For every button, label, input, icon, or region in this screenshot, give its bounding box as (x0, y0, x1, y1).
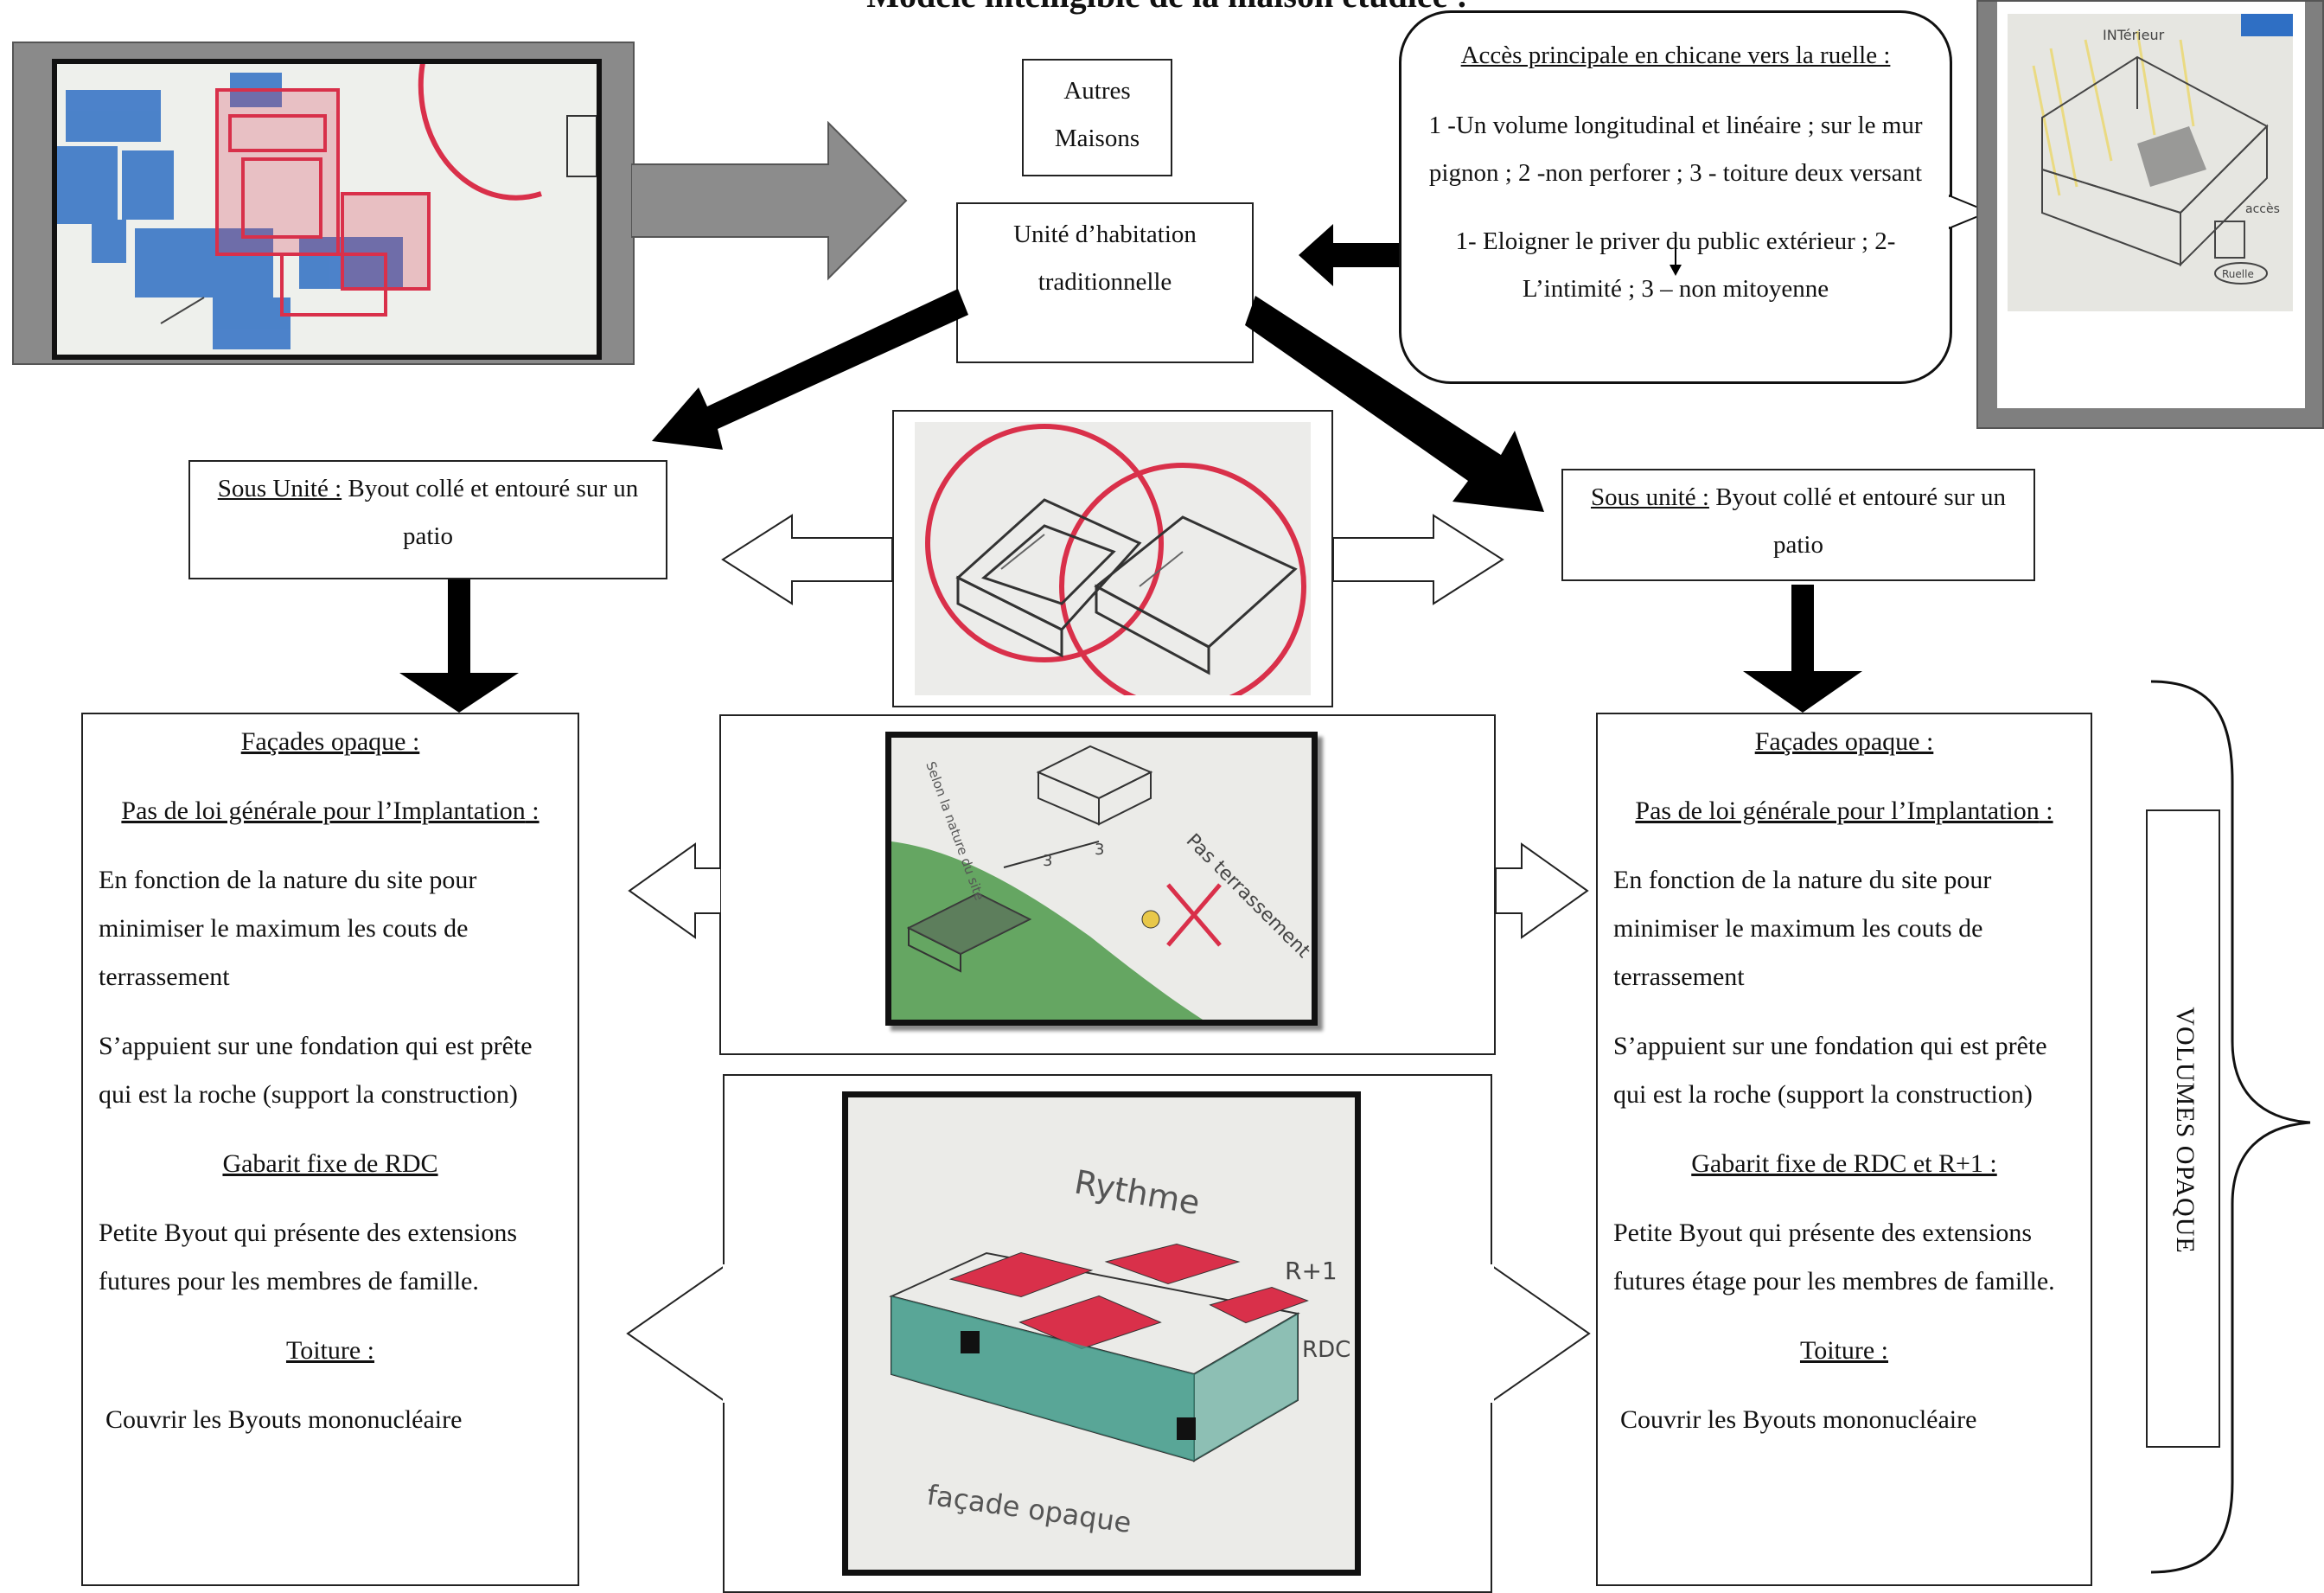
sous-unite-left-text: Byout collé et entouré sur un patio (342, 475, 639, 550)
sketch-label-ruelle: Ruelle (2222, 268, 2254, 280)
hollow-arrow-left-2 (628, 842, 721, 939)
right-grey-arrow (631, 121, 908, 281)
two-houses-sketch (915, 422, 1311, 695)
sketch-facade-label: façade opaque (925, 1478, 1133, 1539)
unite-habitation-box: Unité d’habitation traditionnelle (956, 202, 1254, 363)
diagonal-arrow-left (652, 289, 968, 450)
sketch-rdc-label: RDC (1302, 1337, 1350, 1363)
left-toiture-heading: Toiture : (285, 1336, 375, 1365)
perspective-photo-frame: INTérieur accès Ruelle (1976, 0, 2324, 429)
sous-unite-left-label: Sous Unité : (217, 475, 342, 502)
down-arrow-left (399, 579, 519, 713)
left-fondation-text: S’appuient sur une fondation qui est prê… (99, 1032, 533, 1109)
hollow-arrow-right-3 (1491, 1264, 1591, 1403)
left-extensions-text: Petite Byout qui présente des extensions… (99, 1219, 518, 1296)
plan-photo-frame (12, 42, 635, 365)
callout-tail (1949, 194, 1979, 230)
right-terrain-text: En fonction de la nature du site pour mi… (1613, 866, 1992, 991)
left-characteristics-panel: Façades opaque : Pas de loi générale pou… (81, 713, 579, 1586)
hollow-arrow-left-1 (721, 514, 892, 605)
sous-unite-right-text: Byout collé et entouré sur un patio (1708, 483, 2007, 559)
rythme-sketch-image: Rythme R+1 RDC façade opaque (889, 1163, 1350, 1539)
right-curly-brace (2150, 680, 2311, 1574)
autres-label: Autres (1063, 77, 1131, 105)
unite-line2: traditionnelle (1038, 268, 1172, 296)
right-facades-heading: Façades opaque : (1754, 727, 1934, 756)
sous-unite-right-box: Sous unité : Byout collé et entouré sur … (1561, 469, 2035, 581)
right-characteristics-panel: Façades opaque : Pas de loi générale pou… (1596, 713, 2092, 1586)
sous-unite-right-label: Sous unité : (1590, 483, 1709, 511)
left-gabarit-heading: Gabarit fixe de RDC (222, 1149, 438, 1178)
diagonal-arrow-right (1245, 296, 1544, 512)
access-callout: Accès principale en chicane vers la ruel… (1399, 10, 1952, 384)
site-sketch-photo: 3 3 Selon la nature du site Pas terrasse… (885, 732, 1318, 1026)
rythme-sketch-photo: Rythme R+1 RDC façade opaque (842, 1091, 1361, 1576)
callout-down-arrow (1670, 239, 1682, 276)
autres-maisons-box: Autres Maisons (1022, 59, 1172, 176)
sketch-dim-1: 3 (1043, 852, 1052, 870)
sketch-r1-label: R+1 (1285, 1257, 1338, 1285)
left-toiture-text: Couvrir les Byouts mononucléaire (105, 1405, 463, 1434)
right-fondation-text: S’appuient sur une fondation qui est prê… (1613, 1032, 2047, 1109)
hollow-arrow-right-2 (1496, 842, 1589, 939)
left-implantation-heading: Pas de loi générale pour l’Implantation … (121, 796, 540, 825)
two-houses-photo-frame (892, 410, 1333, 707)
sous-unite-left-box: Sous Unité : Byout collé et entouré sur … (188, 460, 667, 579)
callout-heading: Accès principale en chicane vers la ruel… (1460, 42, 1891, 69)
sketch-label-acces: accès (2245, 202, 2280, 216)
down-arrow-right (1743, 585, 1862, 713)
hollow-arrow-right-1 (1333, 514, 1504, 605)
callout-line1: 1 -Un volume longitudinal et linéaire ; … (1428, 112, 1923, 187)
right-extensions-text: Petite Byout qui présente des extensions… (1613, 1219, 2055, 1296)
sketch-label-interieur: INTérieur (2103, 27, 2165, 43)
volumes-opaque-box: VOLUMES OPAQUE (2146, 809, 2220, 1448)
right-gabarit-heading: Gabarit fixe de RDC et R+1 : (1691, 1149, 1997, 1178)
site-sketch-image: 3 3 Selon la nature du site Pas terrasse… (891, 745, 1312, 1020)
right-implantation-heading: Pas de loi générale pour l’Implantation … (1635, 796, 2053, 825)
sketch-terrassement-label: Pas terrassement (1182, 830, 1312, 963)
maisons-label: Maisons (1054, 125, 1140, 152)
sketch-dim-2: 3 (1095, 841, 1104, 859)
right-toiture-text: Couvrir les Byouts mononucléaire (1620, 1405, 1977, 1434)
plan-photo (52, 59, 602, 360)
unite-line1: Unité d’habitation (1013, 221, 1197, 248)
page-title: Modèle intelligible de la maison étudiée… (605, 0, 1729, 17)
patio-house-sketch: INTérieur accès Ruelle (2008, 14, 2293, 311)
right-toiture-heading: Toiture : (1799, 1336, 1889, 1365)
hollow-arrow-left-3 (626, 1264, 726, 1403)
left-black-arrow (1299, 224, 1402, 286)
left-terrain-text: En fonction de la nature du site pour mi… (99, 866, 477, 991)
sketch-rythme-label: Rythme (1071, 1163, 1203, 1223)
perspective-photo: INTérieur accès Ruelle (1997, 2, 2305, 408)
plan-sketch-image (57, 64, 597, 355)
left-facades-heading: Façades opaque : (240, 727, 420, 756)
